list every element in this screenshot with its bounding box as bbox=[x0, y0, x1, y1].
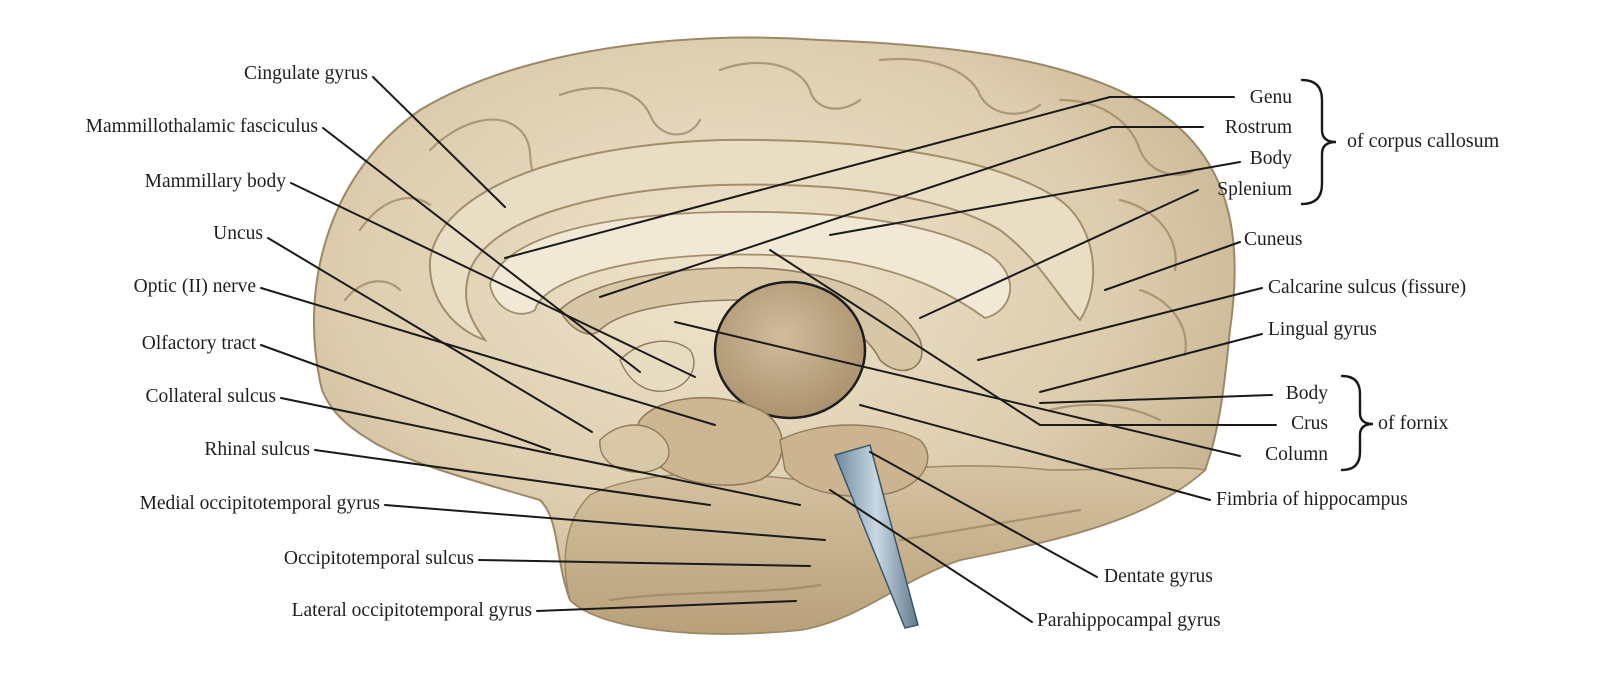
retractor-spatula bbox=[833, 444, 919, 629]
label-corpus-callosum-group: of corpus callosum bbox=[1347, 130, 1500, 152]
label-medial-occipitotemporal-gyrus: Medial occipitotemporal gyrus bbox=[139, 493, 380, 514]
label-cuneus: Cuneus bbox=[1244, 229, 1303, 250]
cingulate-band bbox=[428, 138, 1095, 342]
label-fornix-body: Body bbox=[1285, 383, 1328, 404]
label-optic-nerve: Optic (II) nerve bbox=[133, 276, 256, 297]
label-genu: Genu bbox=[1249, 87, 1292, 108]
sulcal-folds bbox=[343, 58, 1197, 602]
label-cc-body: Body bbox=[1249, 148, 1292, 169]
label-occipitotemporal-sulcus: Occipitotemporal sulcus bbox=[283, 548, 474, 569]
label-dentate-gyrus: Dentate gyrus bbox=[1104, 566, 1213, 587]
corpus-callosum-brace bbox=[1300, 78, 1337, 206]
label-rostrum: Rostrum bbox=[1224, 117, 1292, 138]
label-splenium: Splenium bbox=[1217, 179, 1292, 200]
label-parahippocampal-gyrus: Parahippocampal gyrus bbox=[1037, 610, 1221, 631]
label-cingulate-gyrus: Cingulate gyrus bbox=[243, 63, 368, 84]
label-lingual-gyrus: Lingual gyrus bbox=[1268, 319, 1377, 340]
label-fornix-group: of fornix bbox=[1378, 412, 1449, 434]
label-column: Column bbox=[1265, 444, 1328, 465]
label-rhinal-sulcus: Rhinal sulcus bbox=[204, 439, 310, 460]
label-lateral-occipitotemporal-gyrus: Lateral occipitotemporal gyrus bbox=[291, 600, 532, 621]
label-calcarine-sulcus: Calcarine sulcus (fissure) bbox=[1268, 277, 1467, 298]
optic-structures bbox=[619, 340, 695, 392]
label-crus: Crus bbox=[1291, 413, 1328, 434]
uncus-region bbox=[599, 424, 670, 473]
label-collateral-sulcus: Collateral sulcus bbox=[145, 386, 276, 407]
label-mammillary-body: Mammillary body bbox=[144, 171, 286, 192]
corpus-callosum bbox=[489, 210, 1012, 319]
label-mammillothalamic-fasciculus: Mammillothalamic fasciculus bbox=[85, 116, 318, 137]
fornix-brace bbox=[1340, 374, 1374, 472]
label-olfactory-tract: Olfactory tract bbox=[141, 333, 256, 354]
label-uncus: Uncus bbox=[213, 223, 263, 244]
leader-lines bbox=[260, 76, 1277, 623]
label-fimbria: Fimbria of hippocampus bbox=[1216, 489, 1408, 510]
